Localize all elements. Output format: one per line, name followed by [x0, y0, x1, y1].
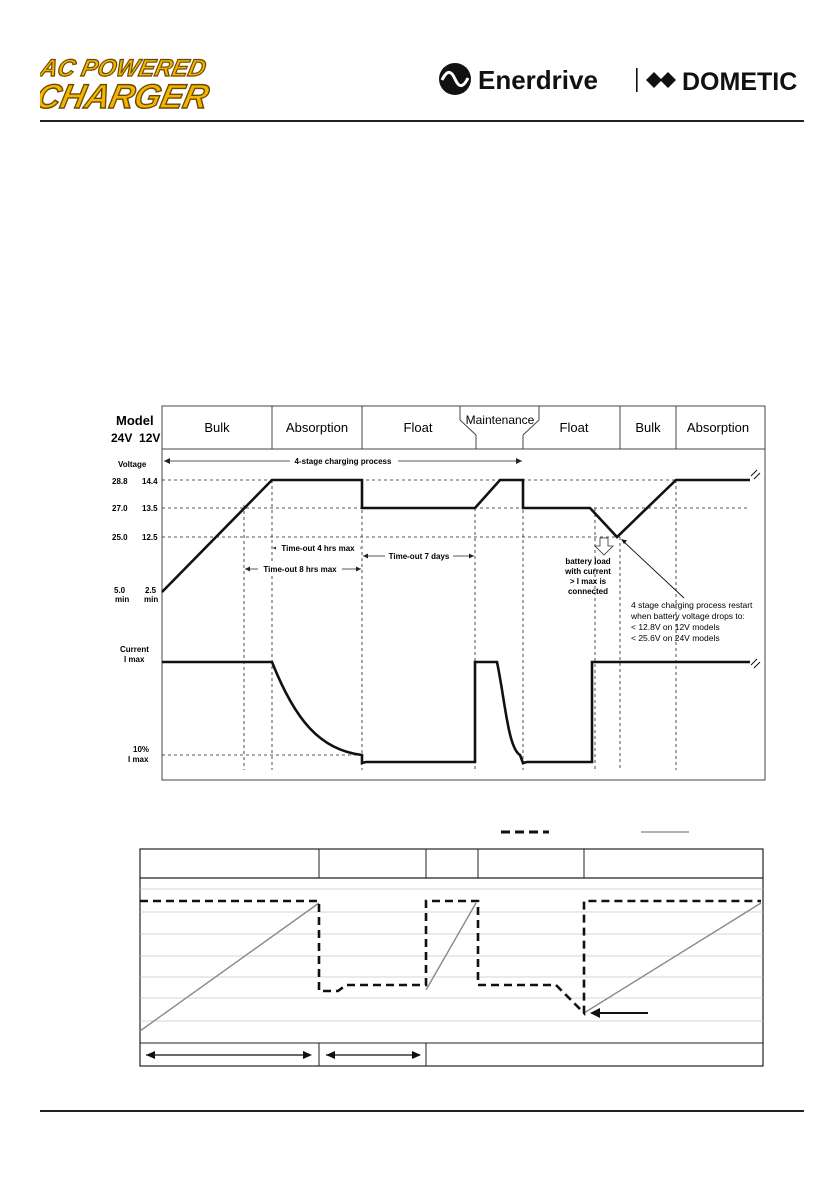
- min-label-24v: min: [115, 595, 129, 604]
- battery-load-arrow-icon: [594, 537, 614, 556]
- tick-12v-1: 14.4: [142, 477, 158, 486]
- min-label-12v: min: [144, 595, 158, 604]
- logo-line-1: AC POWERED: [40, 55, 209, 82]
- restart-note-line-2: when battery voltage drops to:: [630, 611, 745, 621]
- charging-profile-schematic: [139, 830, 764, 1067]
- model-voltage-label: 24V 12V: [111, 431, 160, 445]
- model-label: Model: [116, 413, 154, 428]
- stage-absorption-1: Absorption: [286, 420, 348, 435]
- brand-enerdrive: Enerdrive: [478, 65, 598, 95]
- dometic-chevron-icon: [646, 72, 676, 88]
- restart-note-line-1: 4 stage charging process restart: [631, 600, 753, 610]
- tick-12v-4: 2.5: [145, 586, 157, 595]
- process-span-label: 4-stage charging process: [295, 457, 392, 466]
- footer-rule: [40, 1110, 804, 1112]
- tick-12v-2: 13.5: [142, 504, 158, 513]
- timeout-7days: Time-out 7 days: [389, 552, 450, 561]
- tick-24v-1: 28.8: [112, 477, 128, 486]
- pointer-arrow-icon: [590, 1008, 600, 1018]
- ten-pct-label: 10%: [133, 745, 149, 754]
- voltage-axis-label: Voltage: [118, 460, 147, 469]
- battery-load-line-2: with current: [564, 567, 611, 576]
- brand-dometic: DOMETIC: [682, 68, 797, 96]
- stage-float-1: Float: [404, 420, 433, 435]
- battery-load-line-1: battery load: [565, 557, 610, 566]
- ten-pct-imax-label: I max: [128, 755, 149, 764]
- stage-bulk-1: Bulk: [204, 420, 230, 435]
- tick-12v-3: 12.5: [142, 533, 158, 542]
- battery-load-line-3: > I max is: [570, 577, 607, 586]
- current-axis-label: Current: [120, 645, 149, 654]
- timeout-8hrs: Time-out 8 hrs max: [263, 565, 337, 574]
- timeout-4hrs: Time-out 4 hrs max: [281, 544, 355, 553]
- tick-24v-4: 5.0: [114, 586, 126, 595]
- tick-24v-3: 25.0: [112, 533, 128, 542]
- logo-line-2: CHARGER: [40, 78, 212, 114]
- enerdrive-wave-icon: [439, 63, 471, 95]
- stage-float-2: Float: [560, 420, 589, 435]
- stage-maintenance: Maintenance: [466, 413, 535, 427]
- ac-powered-charger-logo: AC POWERED CHARGER: [40, 55, 213, 114]
- tick-24v-2: 27.0: [112, 504, 128, 513]
- charging-stages-diagram: Model 24V 12V Bulk Absorption Float Main…: [111, 405, 766, 781]
- restart-note-line-4: < 25.6V on 24V models: [631, 633, 720, 643]
- brand-divider: [636, 68, 638, 92]
- restart-note-line-3: < 12.8V on 12V models: [631, 622, 720, 632]
- stage-absorption-2: Absorption: [687, 420, 749, 435]
- current-imax-label: I max: [124, 655, 145, 664]
- stage-bulk-2: Bulk: [635, 420, 661, 435]
- brand-logos: Enerdrive DOMETIC: [439, 63, 797, 96]
- battery-load-line-4: connected: [568, 587, 608, 596]
- header-rule: [40, 120, 804, 122]
